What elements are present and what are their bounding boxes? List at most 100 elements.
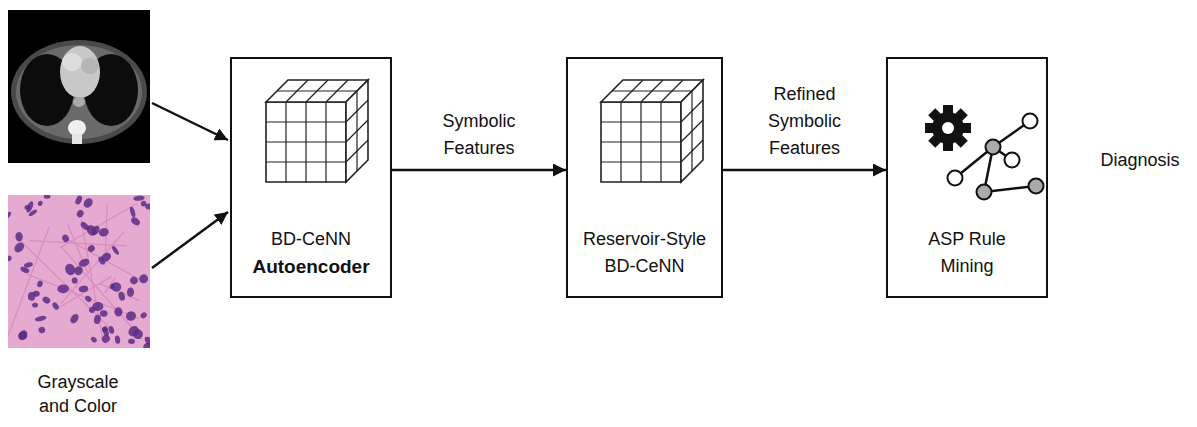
cell-nucleus <box>57 284 70 294</box>
cell-nucleus <box>85 223 98 237</box>
cell-nucleus <box>12 241 26 255</box>
process-title: BD-CeNN <box>271 226 351 253</box>
cube-icon <box>601 80 703 182</box>
graph-node <box>1023 114 1038 129</box>
gear-body <box>932 112 964 144</box>
cell-nucleus <box>139 311 147 319</box>
cell-nucleus <box>69 312 81 324</box>
cell-nucleus <box>88 306 96 314</box>
cell-nucleus <box>76 209 85 219</box>
cell-nucleus <box>32 302 39 308</box>
edge-label: Symbolic Features <box>421 108 537 162</box>
cube-face <box>601 102 681 182</box>
cell-nucleus <box>93 314 101 324</box>
cell-nucleus <box>63 262 77 277</box>
cell-nucleus <box>87 244 97 253</box>
cell-nucleus <box>128 338 135 344</box>
cell-nucleus <box>127 287 134 297</box>
cell-nucleus <box>137 273 149 285</box>
process-box: ASP Rule Mining <box>886 57 1048 298</box>
cell-nucleus <box>99 251 112 264</box>
cell-nucleus <box>19 266 30 275</box>
cell-nucleus <box>51 301 60 311</box>
cell-nucleus <box>133 195 145 201</box>
histology-image <box>8 195 150 348</box>
cube-grid <box>612 90 692 91</box>
gear-hole <box>942 122 954 134</box>
cell-nucleus <box>109 283 115 290</box>
cell-nucleus <box>108 325 115 334</box>
cell-nucleus <box>28 292 36 301</box>
input-caption: Grayscale and Color <box>23 370 133 418</box>
tissue-fiber <box>25 273 139 318</box>
process-title: Reservoir-Style BD-CeNN <box>578 226 711 280</box>
cell-nucleus <box>8 211 12 220</box>
cell-nucleus <box>44 195 51 199</box>
cell-nucleus <box>129 206 136 218</box>
cube-grid <box>691 91 692 171</box>
cell-nucleus <box>82 196 95 209</box>
cell-nucleus <box>118 291 126 301</box>
cell-nucleus <box>41 295 51 305</box>
graph-node <box>948 171 963 186</box>
cell-nucleus <box>24 205 30 210</box>
cube-grid <box>266 141 346 142</box>
cell-nucleus <box>101 326 108 333</box>
cube-face <box>346 80 368 182</box>
cell-nucleus <box>37 200 43 207</box>
cube-grid <box>601 161 681 162</box>
cell-nucleus <box>114 335 120 344</box>
cell-nucleus <box>84 295 93 303</box>
cell-nucleus <box>78 285 88 293</box>
cell-nucleus <box>74 195 83 206</box>
cube-grid <box>601 141 681 142</box>
graph-node <box>977 185 992 200</box>
cell-nucleus <box>129 275 140 286</box>
cell-nucleus <box>38 326 46 334</box>
tissue-fiber <box>81 220 102 336</box>
process-title: ASP Rule Mining <box>912 226 1022 280</box>
cube-grid <box>356 91 357 171</box>
cell-nucleus <box>72 277 78 283</box>
cell-nucleus <box>34 315 47 323</box>
process-box: Reservoir-Style BD-CeNN <box>566 57 723 298</box>
cell-nucleus <box>28 209 38 218</box>
cube-grid <box>660 102 661 182</box>
graph-node <box>986 140 1001 155</box>
cell-nucleus <box>61 233 70 243</box>
cube-grid <box>325 102 326 182</box>
tissue-fiber <box>60 203 137 247</box>
cell-nucleus <box>130 216 142 227</box>
cell-nucleus <box>111 245 120 256</box>
cell-nucleus <box>114 307 123 317</box>
cell-nucleus <box>90 336 98 344</box>
cell-nucleus <box>36 280 43 288</box>
cube-icon <box>266 80 368 182</box>
cube-grid <box>266 161 346 162</box>
cell-nucleus <box>16 328 29 341</box>
cube-grid <box>277 90 357 91</box>
cube-face <box>681 80 703 182</box>
flow-arrow <box>392 169 566 172</box>
graph-node <box>1005 153 1020 168</box>
tissue-fiber <box>61 246 138 334</box>
flow-arrow <box>723 169 886 172</box>
icon-layer <box>266 80 1044 200</box>
gear-icon <box>925 105 971 151</box>
cell-nucleus <box>133 329 144 339</box>
cell-nucleus <box>78 257 91 268</box>
input-arrows <box>152 103 228 268</box>
cell-nucleus <box>124 310 137 323</box>
cell-nucleus <box>140 200 146 207</box>
edge-label: Refined Symbolic Features <box>753 81 857 162</box>
ct-scan-image <box>8 10 150 163</box>
tissue-fiber <box>16 237 111 329</box>
output-label: Diagnosis <box>1088 148 1192 172</box>
cell-nucleus <box>99 310 108 318</box>
cube-face <box>266 102 346 182</box>
process-box: BD-CeNNAutoencoder <box>230 57 392 298</box>
tissue-fiber <box>8 227 49 336</box>
cell-nucleus <box>98 227 110 237</box>
